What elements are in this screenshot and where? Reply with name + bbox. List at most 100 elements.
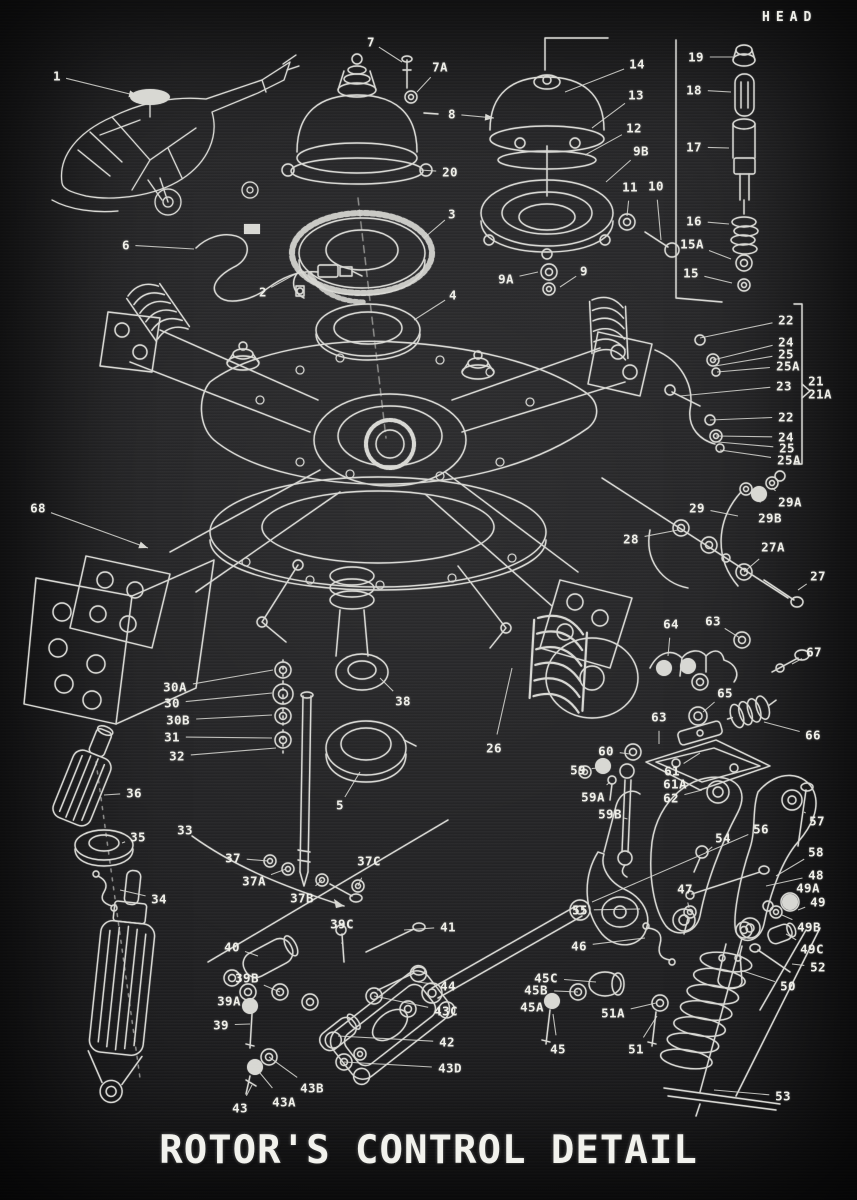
helicopter-sketch [51, 54, 300, 216]
callout-43b: 43B [300, 1080, 324, 1096]
callout-49a: 49A [796, 880, 820, 896]
callout-8: 8 [448, 106, 456, 122]
callout-50: 50 [780, 978, 796, 994]
callout-17: 17 [686, 139, 702, 155]
callout-38: 38 [395, 693, 411, 709]
callout-23: 23 [776, 378, 792, 394]
callout-37: 37 [225, 850, 241, 866]
callout-37b: 37B [290, 890, 314, 906]
callout-44: 44 [440, 978, 456, 994]
spring-strut [659, 921, 821, 1117]
callout-46: 46 [571, 938, 587, 954]
callout-25a: 25A [776, 358, 800, 374]
callout-68: 68 [30, 500, 46, 516]
upper-dome-assembly [281, 53, 439, 185]
callout-19: 19 [688, 49, 704, 65]
damper-parts [52, 725, 449, 1104]
callout-45: 45 [550, 1041, 566, 1057]
lower-clevis-block [23, 559, 215, 725]
poster-title: ROTOR'S CONTROL DETAIL [159, 1128, 698, 1173]
callout-13: 13 [628, 87, 644, 103]
callout-45a: 45A [520, 999, 544, 1015]
callout-49c: 49C [800, 941, 824, 957]
callout-18: 18 [686, 82, 702, 98]
callout-9: 9 [580, 263, 588, 279]
callout-29b: 29B [758, 510, 782, 526]
callout-9a: 9A [498, 271, 514, 287]
callout-45b: 45B [524, 982, 548, 998]
callout-59: 59 [570, 762, 586, 778]
callout-62: 62 [663, 790, 679, 806]
callout-66: 66 [805, 727, 821, 743]
callout-29a: 29A [778, 494, 802, 510]
callout-24: 24 [778, 429, 794, 445]
callout-42: 42 [439, 1034, 455, 1050]
callout-34: 34 [151, 891, 167, 907]
callout-58: 58 [808, 844, 824, 860]
callout-53: 53 [775, 1088, 791, 1104]
head-parts-column [675, 39, 759, 303]
callout-41: 41 [440, 919, 456, 935]
callout-63: 63 [705, 613, 721, 629]
callout-3: 3 [448, 206, 456, 222]
callout-39: 39 [213, 1017, 229, 1033]
callout-43c: 43C [434, 1003, 458, 1019]
callout-11: 11 [622, 179, 638, 195]
callout-30: 30 [164, 695, 180, 711]
callout-4: 4 [449, 287, 457, 303]
callout-22: 22 [778, 312, 794, 328]
washer-stack-30 [272, 659, 294, 757]
callout-52: 52 [810, 959, 826, 975]
sleeve-ring-5 [325, 720, 417, 783]
callout-27a: 27A [761, 539, 785, 555]
callout-61a: 61A [663, 776, 687, 792]
callout-15: 15 [683, 265, 699, 281]
callout-39a: 39A [217, 993, 241, 1009]
callout-56: 56 [753, 821, 769, 837]
callout-57: 57 [809, 813, 825, 829]
callout-29: 29 [689, 500, 705, 516]
callout-5: 5 [336, 797, 344, 813]
callout-51a: 51A [601, 1005, 625, 1021]
callout-33: 33 [177, 822, 193, 838]
callout-15a: 15A [680, 236, 704, 252]
callout-37a: 37A [242, 873, 266, 889]
callout-67: 67 [806, 644, 822, 660]
callout-39c: 39C [330, 916, 354, 932]
callout-10: 10 [648, 178, 664, 194]
callout-1: 1 [53, 68, 61, 84]
callout-7: 7 [367, 34, 375, 50]
callout-26: 26 [486, 740, 502, 756]
callout-36: 36 [126, 785, 142, 801]
callout-45c: 45C [534, 970, 558, 986]
callout-43a: 43A [272, 1094, 296, 1110]
callout-43: 43 [232, 1100, 248, 1116]
callout-28: 28 [623, 531, 639, 547]
droop-stop-parts [601, 303, 811, 608]
callout-21: 21 [808, 373, 824, 389]
callout-35: 35 [130, 829, 146, 845]
callout-30b: 30B [166, 712, 190, 728]
callout-47: 47 [677, 881, 693, 897]
callout-14: 14 [629, 56, 645, 72]
callout-22: 22 [778, 409, 794, 425]
callout-25: 25 [779, 440, 795, 456]
callout-7a: 7A [432, 59, 448, 75]
callout-21a: 21A [808, 386, 832, 402]
callout-2: 2 [259, 284, 267, 300]
callout-55: 55 [572, 902, 588, 918]
corner-label: HEAD [762, 10, 818, 25]
callout-25: 25 [778, 346, 794, 362]
callout-20: 20 [442, 164, 458, 180]
callout-48: 48 [808, 867, 824, 883]
callout-25a: 25A [777, 452, 801, 468]
callout-61: 61 [664, 763, 680, 779]
callout-27: 27 [810, 568, 826, 584]
callout-49: 49 [810, 894, 826, 910]
callout-9b: 9B [633, 143, 649, 159]
callout-37c: 37C [357, 853, 381, 869]
callout-51: 51 [628, 1041, 644, 1057]
callout-43d: 43D [438, 1060, 462, 1076]
